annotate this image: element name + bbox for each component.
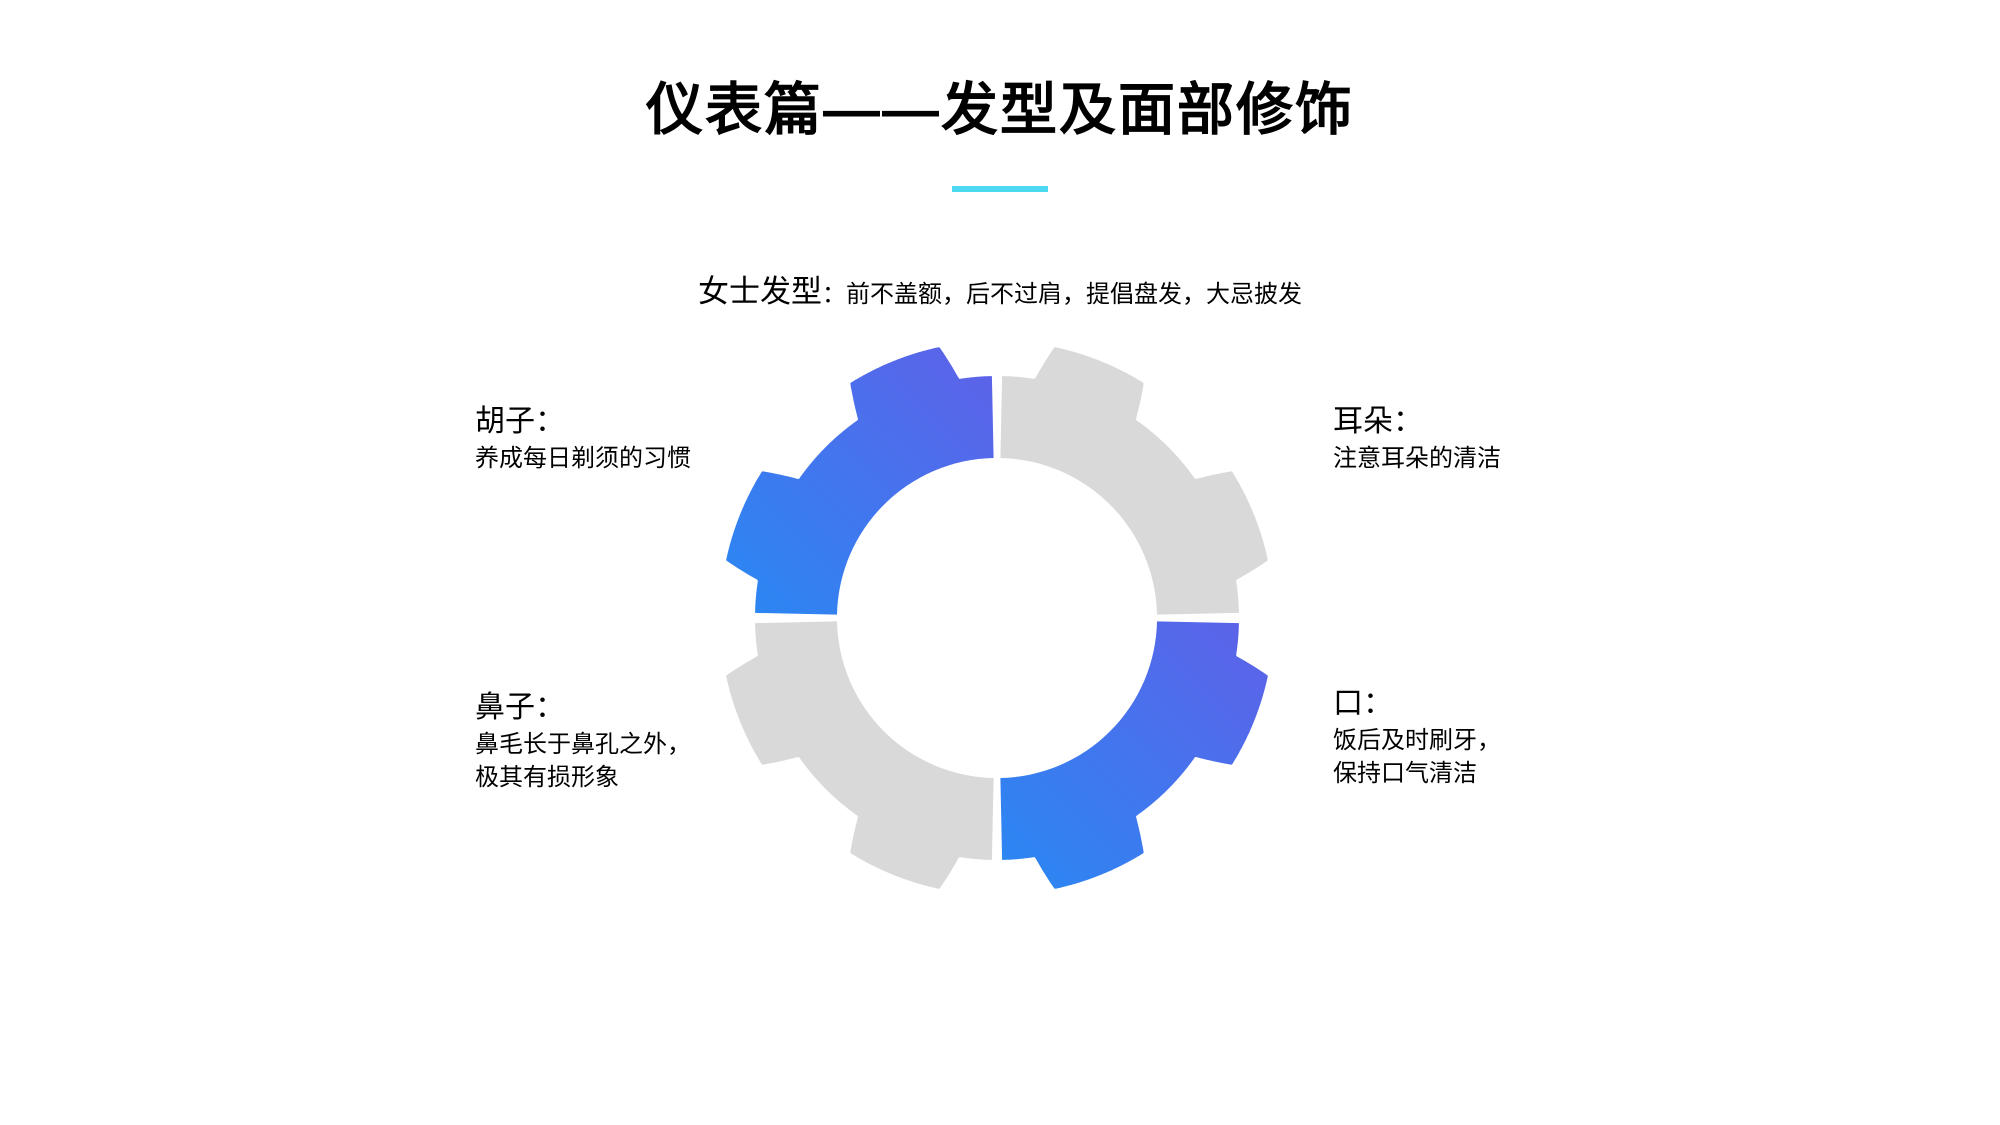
page-title: 仪表篇——发型及面部修饰 (646, 78, 1354, 142)
callout-mouth-term: 口： (1333, 687, 1393, 720)
callout-beard-line: 养成每日剃须的习惯 (475, 445, 691, 472)
gear-segment-bottom-right (1000, 621, 1268, 889)
caption-women-hairstyle: 女士发型：前不盖额，后不过肩，提倡盘发，大忌披发 (0, 266, 2000, 311)
gear-segment-top-right (1000, 347, 1268, 615)
callout-ear-line: 注意耳朵的清洁 (1333, 445, 1501, 472)
callout-nose-line1: 鼻毛长于鼻孔之外， (475, 731, 691, 758)
callout-nose-term: 鼻子： (475, 691, 565, 724)
callout-mouth-line2: 保持口气清洁 (1333, 760, 1477, 787)
callout-mouth-line1: 饭后及时刷牙， (1333, 727, 1501, 754)
caption-term: 女士发型 (698, 274, 822, 309)
callout-beard-term: 胡子： (475, 405, 565, 438)
callout-nose: 鼻子： 鼻毛长于鼻孔之外， 极其有损形象 (475, 688, 691, 794)
callout-mouth: 口： 饭后及时刷牙， 保持口气清洁 (1333, 684, 1501, 790)
caption-desc: ：前不盖额，后不过肩，提倡盘发，大忌披发 (822, 281, 1302, 308)
callout-ear: 耳朵： 注意耳朵的清洁 (1333, 402, 1501, 475)
title-underline-accent (952, 186, 1048, 192)
callout-ear-term: 耳朵： (1333, 405, 1423, 438)
callout-beard: 胡子： 养成每日剃须的习惯 (475, 402, 691, 475)
gear-segment-bottom-left (726, 621, 994, 889)
callout-nose-line2: 极其有损形象 (475, 764, 619, 791)
gear-segment-top-left (726, 347, 994, 615)
